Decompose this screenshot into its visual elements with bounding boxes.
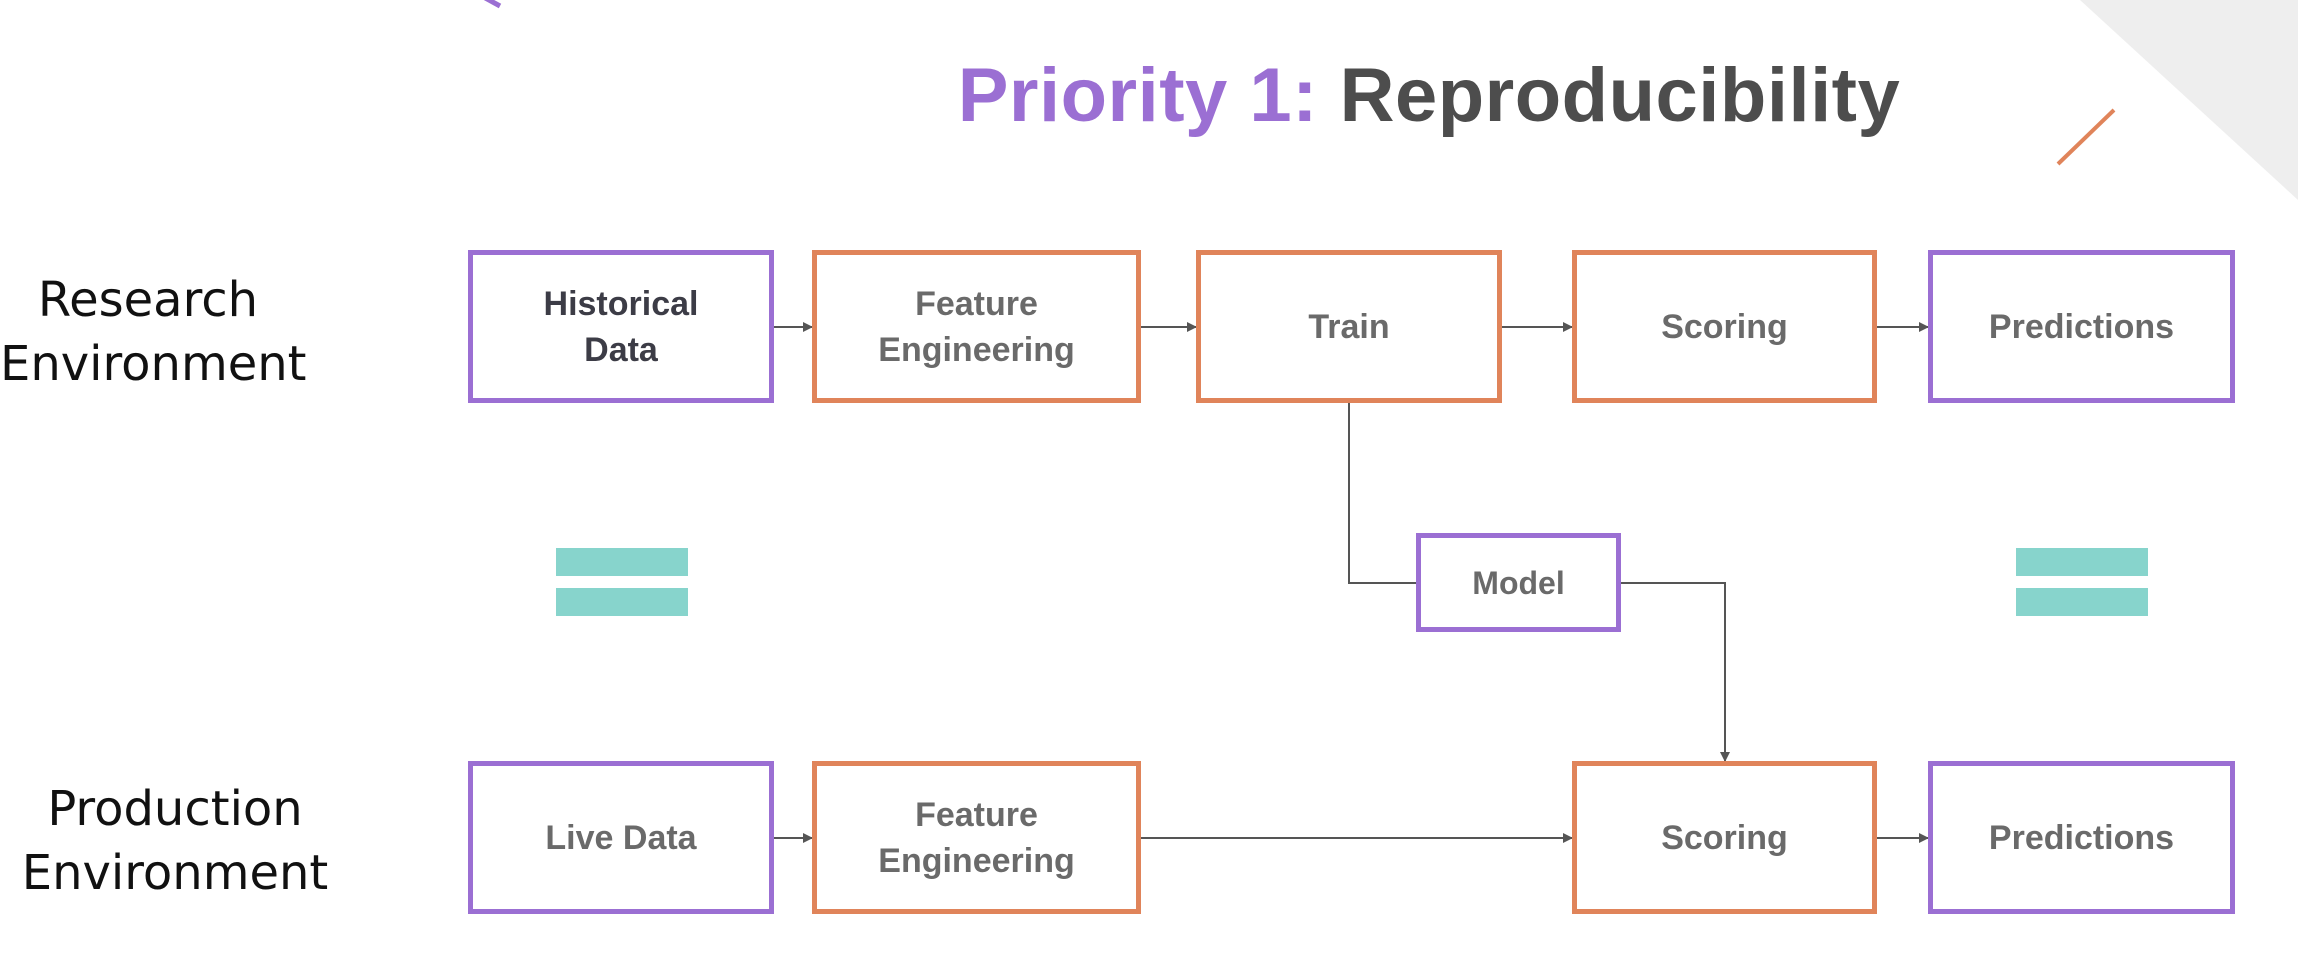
production-feature-engineering-line1: Feature bbox=[915, 795, 1038, 834]
production-predictions-label: Predictions bbox=[1988, 818, 2175, 857]
production-predictions-box: Predictions bbox=[1928, 761, 2235, 914]
research-label-line1: Research bbox=[37, 272, 259, 328]
production-label-line2: Environment bbox=[21, 845, 329, 901]
production-feature-engineering-box: Feature Engineering bbox=[812, 761, 1141, 914]
feature-engineering-line2: Engineering bbox=[878, 330, 1075, 369]
production-environment-label: Production Environment bbox=[12, 777, 338, 905]
connector-train-to-model bbox=[1348, 403, 1416, 584]
model-label: Model bbox=[1472, 564, 1565, 601]
live-data-box: Live Data bbox=[468, 761, 774, 914]
research-label-line2: Environment bbox=[0, 336, 307, 392]
train-box: Train bbox=[1196, 250, 1502, 403]
scoring-box: Scoring bbox=[1572, 250, 1877, 403]
research-environment-label: Research Environment bbox=[0, 268, 307, 396]
predictions-box: Predictions bbox=[1928, 250, 2235, 403]
top-left-accent-stroke bbox=[483, 0, 502, 9]
right-equals-bar-top bbox=[2016, 548, 2148, 576]
historical-data-line2: Data bbox=[584, 330, 658, 369]
arrow-model-to-scoring bbox=[1621, 582, 1730, 762]
production-scoring-box: Scoring bbox=[1572, 761, 1877, 914]
model-box: Model bbox=[1416, 533, 1621, 632]
historical-data-box: Historical Data bbox=[468, 250, 774, 403]
left-equals-bar-bottom bbox=[556, 588, 688, 616]
predictions-label: Predictions bbox=[1988, 307, 2175, 346]
feature-engineering-line1: Feature bbox=[915, 284, 1038, 323]
train-label: Train bbox=[1308, 307, 1390, 346]
title-main: Reproducibility bbox=[1339, 53, 1901, 138]
left-equals-bar-top bbox=[556, 548, 688, 576]
top-right-page-curl bbox=[2080, 0, 2298, 200]
production-label-line1: Production bbox=[47, 781, 303, 837]
historical-data-line1: Historical bbox=[543, 284, 699, 323]
scoring-label: Scoring bbox=[1661, 307, 1788, 346]
feature-engineering-box: Feature Engineering bbox=[812, 250, 1141, 403]
right-equals-bar-bottom bbox=[2016, 588, 2148, 616]
top-right-accent-stroke bbox=[2056, 108, 2116, 166]
production-feature-engineering-line2: Engineering bbox=[878, 841, 1075, 880]
page-title: Priority 1: Reproducibility bbox=[0, 52, 2298, 139]
live-data-label: Live Data bbox=[545, 818, 697, 857]
production-scoring-label: Scoring bbox=[1661, 818, 1788, 857]
title-accent: Priority 1: bbox=[957, 53, 1318, 138]
